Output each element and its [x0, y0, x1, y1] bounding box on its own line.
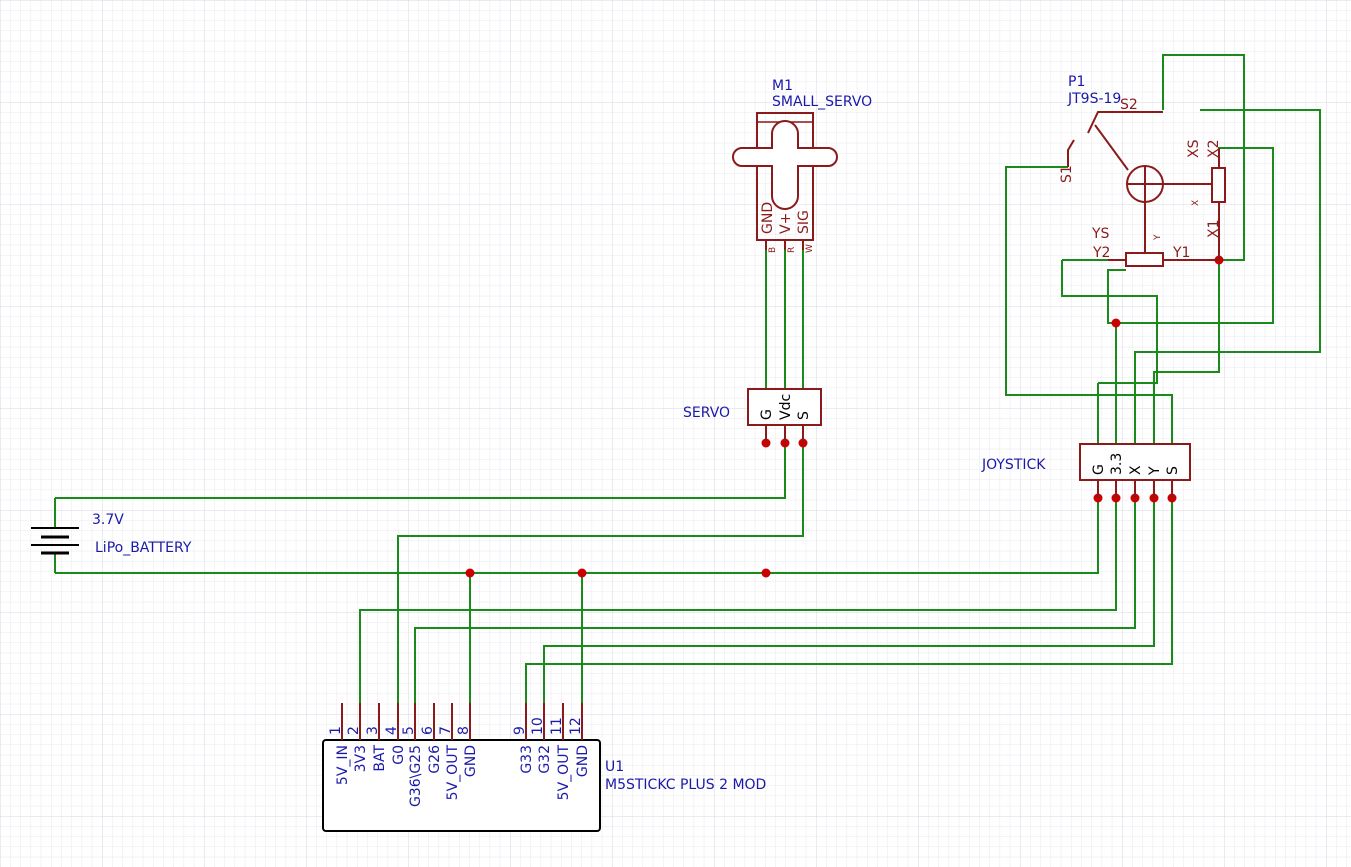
servo-wire-code-w: W [805, 244, 815, 253]
push-switch-icon [1067, 111, 1163, 167]
pot-x-label-x2: X2 [1206, 140, 1222, 159]
servo-connector-symbol: SERVO G Vdc S [683, 388, 822, 443]
module-pin-name: G33 [519, 745, 535, 774]
joystick-connector-pin-3v3: 3.3 [1109, 453, 1125, 475]
module-pin-name: GND [575, 745, 591, 777]
module-pin-number: 12 [568, 717, 584, 735]
module-pin-name: 5V_OUT [445, 745, 461, 801]
module-pin-name: 5V_IN [335, 745, 351, 785]
module-ref-label: U1 [605, 759, 624, 775]
wire-x-to-g36 [414, 498, 1136, 705]
module-pin-number: 8 [456, 726, 472, 735]
wire-s-to-g33 [525, 498, 1173, 705]
module-pin-name: BAT [372, 745, 388, 772]
servo-wire-code-b: B [768, 247, 778, 253]
module-pin-name: 5V_OUT [556, 745, 572, 801]
module-pin-number: 10 [530, 717, 546, 735]
joystick-connector-pin-g: G [1091, 464, 1107, 475]
wire-x-wiper [1153, 260, 1220, 498]
module-pin-number: 11 [549, 717, 565, 735]
module-pin-name: G36\G25 [408, 745, 424, 807]
pot-x-label-xs: XS [1186, 139, 1202, 158]
joystick-connector-pin-x: X [1128, 465, 1144, 475]
servo-pin-gnd: GND [760, 202, 776, 234]
module-pin-name: G26 [427, 745, 443, 774]
wire-servo-signal-to-g0 [397, 443, 804, 705]
axis-mark-x: X [1191, 200, 1201, 206]
pot-y-label-y1: Y1 [1172, 245, 1190, 261]
module-name-label: M5STICKC PLUS 2 MOD [605, 777, 766, 793]
junction-dot [465, 568, 475, 578]
x-potentiometer-icon [1211, 167, 1226, 203]
module-pin-number: 9 [512, 726, 528, 735]
servo-connector-label: SERVO [683, 405, 730, 421]
joystick-part-value: JT9S-19 [1067, 91, 1121, 107]
wire-switch-s1 [1005, 166, 1173, 498]
module-pin-number: 1 [328, 726, 344, 735]
servo-value-label: SMALL_SERVO [772, 94, 872, 110]
y-potentiometer-icon [1125, 252, 1164, 267]
pot-x-label-x1: X1 [1206, 220, 1222, 239]
servo-motor-symbol: M1 SMALL_SERVO GND V+ SIG B R W [732, 78, 872, 253]
joystick-part-ref: P1 [1068, 74, 1085, 90]
joystick-part-symbol: P1 JT9S-19 S2 S1 XS X2 X1 X YS Y2 Y1 Y [1059, 74, 1226, 267]
switch-label-s2: S2 [1120, 97, 1138, 113]
module-pin-name: G0 [391, 745, 407, 765]
joystick-connector-pin-y: Y [1147, 466, 1163, 476]
joystick-connector-pin-s: S [1165, 466, 1181, 475]
junction-dot [761, 568, 771, 578]
wire-3v3 [359, 498, 1117, 705]
wire-y-pot-left [1107, 269, 1126, 498]
wires [55, 54, 1321, 705]
module-pin-name: GND [463, 745, 479, 777]
junction-dot [577, 568, 587, 578]
servo-connector-pin-g: G [759, 409, 775, 420]
wire-y-wiper [1134, 109, 1321, 498]
module-pin-number: 6 [420, 726, 436, 735]
servo-wire-code-r: R [787, 247, 797, 253]
switch-label-s1: S1 [1059, 165, 1075, 183]
pot-y-label-ys: YS [1091, 226, 1110, 242]
servo-connector-pin-vdc: Vdc [778, 394, 794, 420]
servo-connector-pin-s: S [796, 411, 812, 420]
battery-symbol: 3.7V LiPo_BATTERY [31, 498, 192, 573]
module-pin-number: 7 [438, 726, 454, 735]
servo-ref-label: M1 [772, 78, 793, 94]
servo-pin-vplus: V+ [778, 213, 794, 234]
wire-ground-bus [55, 498, 1099, 574]
module-pin-number: 2 [346, 726, 362, 735]
joystick-connector-label: JOYSTICK [981, 457, 1046, 473]
module-pin-stubs [341, 703, 583, 740]
axis-mark-y: Y [1153, 234, 1163, 241]
battery-name-label: LiPo_BATTERY [95, 540, 192, 556]
module-pin-number: 5 [401, 726, 417, 735]
wire-battery-positive [55, 443, 786, 499]
junction-dot [1111, 318, 1121, 328]
servo-horn-icon [732, 120, 838, 210]
module-body [322, 739, 601, 832]
battery-voltage-label: 3.7V [92, 512, 124, 528]
module-pin-number: 3 [365, 726, 381, 735]
module-pin-name: G32 [537, 745, 553, 774]
wire-y-to-g32 [543, 498, 1155, 705]
pot-y-label-y2: Y2 [1092, 245, 1110, 261]
servo-pin-sig: SIG [796, 210, 812, 234]
module-pin-name: 3V3 [353, 745, 369, 772]
module-pin-number: 4 [384, 726, 400, 735]
joystick-connector-symbol: JOYSTICK G 3.3 X Y S [981, 443, 1191, 498]
